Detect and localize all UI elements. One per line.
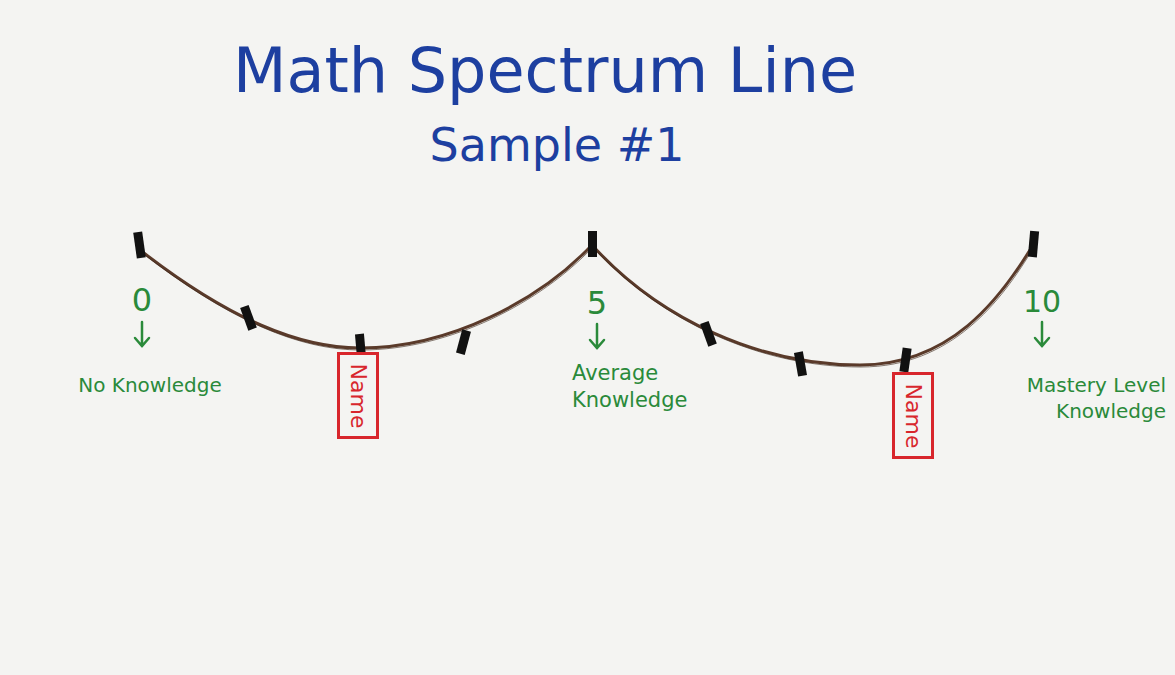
down-arrows	[135, 322, 1049, 348]
clip	[794, 351, 807, 376]
down-arrow	[1035, 322, 1049, 346]
name-tag: Name	[337, 352, 379, 439]
clothespins	[133, 231, 1039, 377]
down-arrow	[590, 324, 604, 348]
clip	[1028, 231, 1039, 258]
clip	[133, 231, 146, 258]
rope	[140, 245, 1033, 365]
rope-shade	[141, 247, 1034, 367]
scale-label: No Knowledge	[78, 372, 222, 398]
tag-text: Name	[347, 363, 369, 428]
clip	[240, 305, 257, 331]
title: Math Spectrum Line	[233, 34, 857, 107]
clip	[899, 348, 911, 373]
clip	[700, 321, 717, 347]
scale-label: Average Knowledge	[572, 360, 697, 415]
clip	[588, 231, 597, 257]
scale-number: 10	[1023, 282, 1061, 321]
tag-text: Name	[902, 383, 924, 448]
subtitle: Sample #1	[430, 116, 685, 176]
clip	[456, 329, 471, 355]
scale-number: 0	[132, 280, 152, 322]
scale-label: Mastery Level Knowledge	[1016, 372, 1166, 424]
name-tag: Name	[892, 372, 934, 459]
scale-number: 5	[587, 283, 607, 325]
down-arrow	[135, 322, 149, 346]
